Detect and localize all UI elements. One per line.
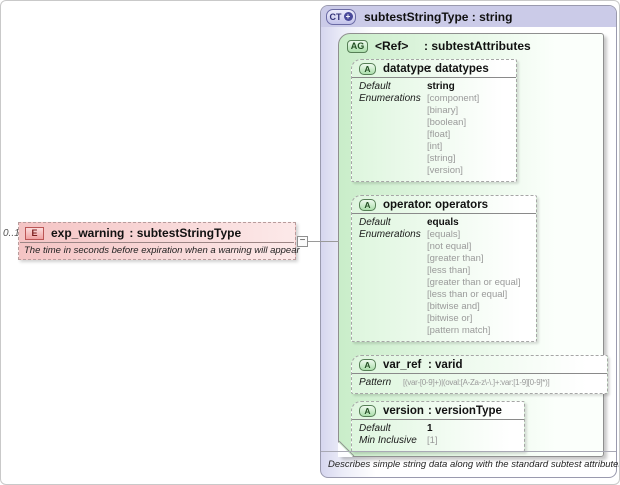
facet-row: Default equals <box>359 217 529 229</box>
facet-value: [component] <box>427 93 480 104</box>
cardinality-label: 0..1 <box>3 228 20 239</box>
connector-line <box>308 241 339 242</box>
element-exp-warning[interactable]: E exp_warning : subtestStringType The ti… <box>18 222 300 260</box>
attribute-type: : varid <box>428 359 463 371</box>
facet-value: [bitwise or] <box>427 313 473 324</box>
facet-value: [not equal] <box>427 241 472 252</box>
facet-value: [greater than] <box>427 253 484 264</box>
facet-label: Min Inclusive <box>359 435 417 446</box>
facet-value: [less than] <box>427 265 471 276</box>
divider <box>20 242 294 243</box>
footer-divider <box>321 451 616 452</box>
facet-value: [equals] <box>427 229 461 240</box>
element-type: : subtestStringType <box>129 226 242 240</box>
attribute-group-icon: AG <box>347 39 368 53</box>
facet-values: equals <box>427 217 459 229</box>
facet-values: [1] <box>427 435 438 447</box>
facet-value: [binary] <box>427 105 459 116</box>
complextype-annotation: Describes simple string data along with … <box>328 459 620 470</box>
attribute-icon: A <box>359 63 376 75</box>
expand-plus-icon: + <box>343 12 353 21</box>
attribute-type: : versionType <box>428 405 502 417</box>
attribute-type: : operators <box>428 199 489 211</box>
facet-row: Min Inclusive [1] <box>359 435 517 447</box>
element-icon: E <box>25 226 44 240</box>
attribute-group-type: : subtestAttributes <box>424 39 531 53</box>
facet-row: Default 1 <box>359 423 517 435</box>
complextype-box: CT+ subtestStringType : string AG <Ref> … <box>320 5 620 478</box>
divider <box>352 419 524 420</box>
facet-label: Default <box>359 423 391 434</box>
facet-value: [pattern match] <box>427 325 491 336</box>
complextype-title: subtestStringType : string <box>364 9 513 24</box>
facet-value: string <box>427 81 455 92</box>
facet-label: Pattern <box>359 377 392 388</box>
facet-row: Default string <box>359 81 509 93</box>
facet-label: Default <box>359 81 391 92</box>
facet-table: Pattern [(var-[0-9]+)|(oval:[A-Za-z\-\.]+… <box>352 374 607 393</box>
facet-values: [(var-[0-9]+)|(oval:[A-Za-z\-\.]+:var:[1… <box>403 377 550 389</box>
attribute-icon: A <box>359 199 376 211</box>
facet-value: [boolean] <box>427 117 467 128</box>
collapse-icon[interactable]: − <box>297 236 308 247</box>
attribute-name: operator <box>383 199 430 211</box>
divider <box>352 373 607 374</box>
attribute-header: A version : versionType <box>352 402 524 419</box>
facet-value: 1 <box>427 423 433 434</box>
facet-row: Enumerations [component][binary][boolean]… <box>359 93 509 177</box>
attribute-header: A operator : operators <box>352 196 536 213</box>
attribute-icon: A <box>359 359 376 371</box>
complextype-header: CT+ subtestStringType : string <box>321 6 616 27</box>
facet-label: Default <box>359 217 391 228</box>
facet-values: 1 <box>427 423 433 435</box>
facet-value: equals <box>427 217 459 228</box>
complextype-icon[interactable]: CT+ <box>326 8 356 25</box>
element-name: exp_warning <box>51 226 125 240</box>
attribute-type: : datatypes <box>428 63 489 75</box>
facet-value: [float] <box>427 129 451 140</box>
facet-label: Enumerations <box>359 93 421 104</box>
divider <box>352 213 536 214</box>
facet-value: [int] <box>427 141 443 152</box>
facet-row: Enumerations[equals][not equal][greater … <box>359 229 529 337</box>
element-annotation: The time in seconds before expiration wh… <box>24 245 300 256</box>
facet-values: string <box>427 81 455 93</box>
attribute-box-var_ref[interactable]: A var_ref : varid Pattern [(var-[0-9]+)|(… <box>351 355 608 394</box>
facet-value: [greater than or equal] <box>427 277 521 288</box>
facet-value: [less than or equal] <box>427 289 508 300</box>
element-title: exp_warning : subtestStringType <box>51 226 241 240</box>
facet-values: [equals][not equal][greater than][less t… <box>427 229 520 337</box>
attribute-group-header: AG <Ref> : subtestAttributes <box>339 34 603 57</box>
attribute-group-name: <Ref> <box>375 39 409 53</box>
divider <box>352 77 516 78</box>
element-header: E exp_warning : subtestStringType <box>19 223 295 242</box>
facet-value: [version] <box>427 165 463 176</box>
attribute-header: A datatype : datatypes <box>352 60 516 77</box>
facet-value: [1] <box>427 435 438 446</box>
facet-value: [(var-[0-9]+)|(oval:[A-Za-z\-\.]+:var:[1… <box>403 378 550 387</box>
facet-values: [component][binary][boolean][float][int]… <box>427 93 479 177</box>
attribute-name: datatype <box>383 63 431 75</box>
facet-value: [string] <box>427 153 456 164</box>
facet-row: Pattern [(var-[0-9]+)|(oval:[A-Za-z\-\.]+… <box>359 377 600 389</box>
attribute-icon: A <box>359 405 376 417</box>
attribute-header: A var_ref : varid <box>352 356 607 373</box>
corner-cut <box>338 442 353 457</box>
facet-value: [bitwise and] <box>427 301 480 312</box>
attribute-name: version <box>383 405 424 417</box>
attribute-group-box[interactable]: AG <Ref> : subtestAttributes A datatype … <box>338 33 608 457</box>
facet-label: Enumerations <box>359 229 421 240</box>
attribute-name: var_ref <box>383 359 422 371</box>
